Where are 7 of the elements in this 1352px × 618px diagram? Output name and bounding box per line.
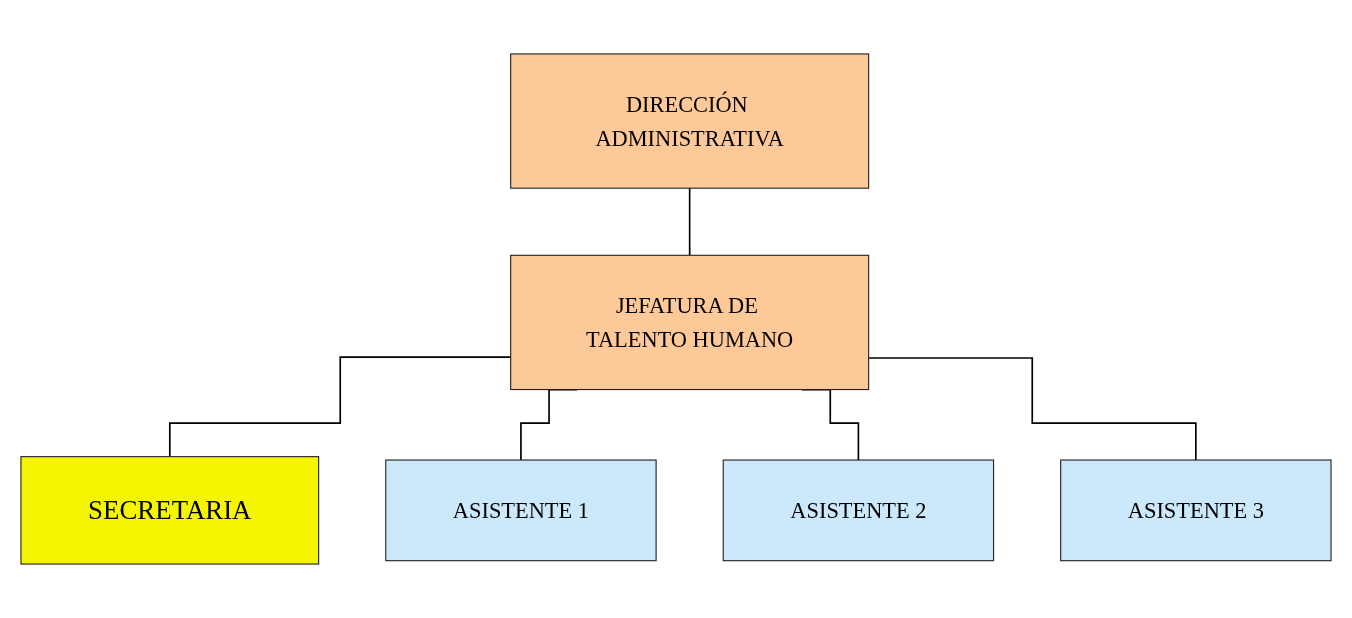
node-box: ASISTENTE 1 — [385, 459, 657, 562]
node-box: DIRECCIÓN ADMINISTRATIVA — [510, 53, 870, 189]
connector — [688, 187, 691, 257]
node-box: JEFATURA DE TALENTO HUMANO — [510, 254, 870, 391]
node-box: ASISTENTE 3 — [1060, 459, 1332, 562]
node-box: SECRETARIA — [20, 456, 320, 565]
node-box: ASISTENTE 2 — [722, 459, 995, 562]
